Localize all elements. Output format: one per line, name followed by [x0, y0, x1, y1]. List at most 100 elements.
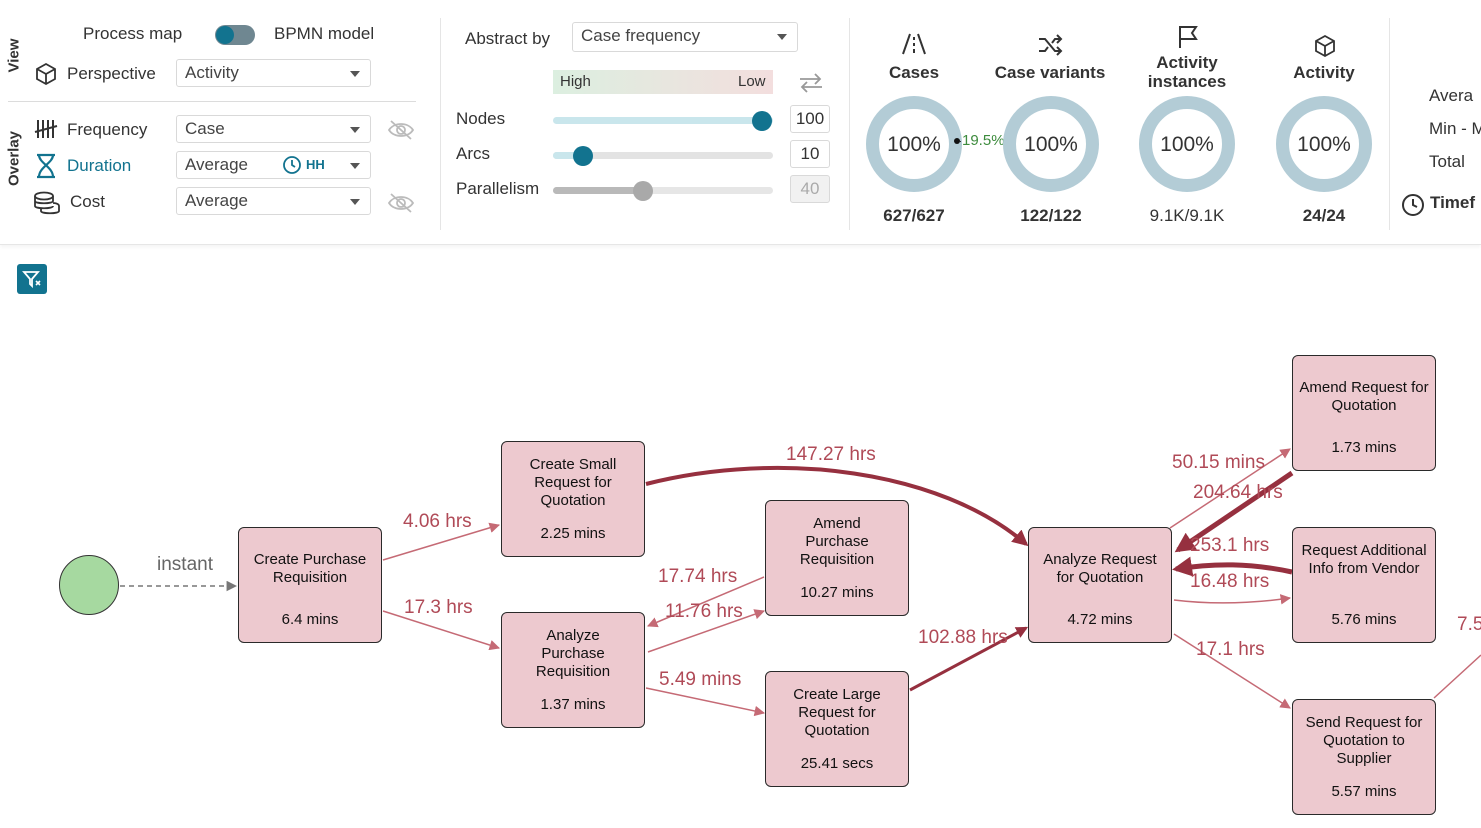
- edge-label: 5.49 mins: [659, 669, 742, 690]
- activity-node[interactable]: Create Small Request for Quotation 2.25 …: [501, 441, 645, 557]
- activity-duration: 5.57 mins: [1331, 783, 1397, 800]
- minmax-metric-label: Min - M: [1429, 119, 1481, 138]
- instances-title-line2: instances: [1147, 72, 1227, 91]
- cases-title: Cases: [888, 63, 940, 82]
- cube-icon: [36, 62, 56, 86]
- arcs-slider-track[interactable]: [553, 152, 773, 159]
- perspective-select[interactable]: Activity: [176, 59, 371, 87]
- activity-title: Activity: [1293, 63, 1355, 82]
- edge-label: instant: [157, 554, 213, 575]
- hourglass-icon: [37, 153, 55, 179]
- start-event[interactable]: [59, 555, 119, 615]
- parallelism-label: Parallelism: [456, 179, 540, 198]
- edge-e11: [1173, 594, 1292, 605]
- coins-icon: [34, 191, 60, 215]
- activity-name: Create Small Request for Quotation: [529, 456, 617, 509]
- activity-duration: 2.25 mins: [540, 525, 606, 542]
- edge-label: 147.27 hrs: [786, 444, 876, 465]
- edge-label: 50.15 mins: [1172, 452, 1265, 473]
- activity-name: Amend Purchase Requisition: [799, 515, 875, 568]
- activity-name: Amend Request for Quotation: [1299, 379, 1429, 414]
- nodes-value-input[interactable]: 100: [790, 105, 830, 133]
- cases-percent: 100%: [887, 133, 941, 156]
- frequency-select[interactable]: Case: [176, 115, 371, 143]
- activity-node[interactable]: Send Request for Quotation to Supplier 5…: [1292, 699, 1436, 815]
- parallelism-slider-fill: [553, 187, 643, 194]
- variants-title: Case variants: [994, 63, 1106, 82]
- activity-node[interactable]: Create Purchase Requisition 6.4 mins: [238, 527, 382, 643]
- edge-e5: [647, 609, 765, 653]
- activity-node[interactable]: Analyze Request for Quotation 4.72 mins: [1028, 527, 1172, 643]
- parallelism-slider-track[interactable]: [553, 187, 773, 194]
- clock-icon[interactable]: [282, 155, 302, 175]
- edge-e3: [645, 466, 1029, 547]
- high-low-gradient: [553, 70, 773, 94]
- road-icon: [902, 33, 926, 55]
- parallelism-value-input[interactable]: 40: [790, 175, 830, 203]
- abstract-by-select[interactable]: Case frequency: [572, 22, 798, 52]
- activity-value: 24/24: [1302, 206, 1346, 225]
- tally-icon: [34, 120, 58, 138]
- duration-select[interactable]: Average HH: [176, 151, 371, 179]
- edge-label: 204.64 hrs: [1193, 482, 1283, 503]
- filter-button[interactable]: [17, 264, 47, 294]
- swap-icon[interactable]: [798, 73, 824, 93]
- edge-label: 17.74 hrs: [658, 566, 738, 587]
- activity-name: Create Large Request for Quotation: [793, 686, 881, 739]
- high-label: High: [560, 73, 591, 90]
- duration-unit[interactable]: HH: [306, 157, 325, 172]
- eye-off-icon[interactable]: [387, 191, 415, 215]
- parallelism-slider-thumb[interactable]: [633, 181, 653, 201]
- activity-node[interactable]: Amend Request for Quotation 1.73 mins: [1292, 355, 1436, 471]
- arcs-slider-thumb[interactable]: [573, 146, 593, 166]
- nodes-slider-thumb[interactable]: [752, 111, 772, 131]
- activity-duration: 1.37 mins: [540, 696, 606, 713]
- edge-label: 4.06 hrs: [403, 511, 472, 532]
- edge-label: 17.3 hrs: [404, 597, 473, 618]
- low-label: Low: [738, 73, 766, 90]
- average-metric-label: Avera: [1429, 86, 1474, 105]
- arcs-value-input[interactable]: 10: [790, 140, 830, 168]
- activity-duration: 25.41 secs: [800, 755, 874, 772]
- instances-percent: 100%: [1160, 133, 1214, 156]
- edge-label: 7.5: [1457, 614, 1481, 635]
- activity-name: Send Request for Quotation to Supplier: [1305, 714, 1423, 767]
- nodes-slider-track[interactable]: [553, 117, 773, 124]
- bpmn-model-label: BPMN model: [274, 24, 375, 43]
- activity-duration: 4.72 mins: [1067, 611, 1133, 628]
- eye-off-icon[interactable]: [387, 118, 415, 142]
- activity-percent: 100%: [1297, 133, 1351, 156]
- abstract-by-value: Case frequency: [581, 26, 701, 45]
- timeframe-label: Timef: [1430, 193, 1476, 212]
- activity-duration: 1.73 mins: [1331, 439, 1397, 456]
- activity-node[interactable]: Create Large Request for Quotation 25.41…: [765, 671, 909, 787]
- edge-e10: [1172, 556, 1293, 577]
- instances-value: 9.1K/9.1K: [1149, 206, 1225, 225]
- section-divider: [849, 18, 850, 230]
- activity-duration: 5.76 mins: [1331, 611, 1397, 628]
- edge-e4: [647, 576, 765, 628]
- edge-e7: [909, 626, 1029, 692]
- instances-title-line1: Activity: [1156, 53, 1218, 72]
- frequency-select-value: Case: [185, 119, 225, 138]
- section-divider: [440, 18, 441, 230]
- activity-node[interactable]: Amend Purchase Requisition 10.27 mins: [765, 500, 909, 616]
- edge-label: 253.1 hrs: [1190, 535, 1270, 556]
- variants-ratio: 19.5%: [962, 132, 1005, 149]
- activity-duration: 6.4 mins: [281, 611, 339, 628]
- activity-node[interactable]: Request Additional Info from Vendor 5.76…: [1292, 527, 1436, 643]
- edge-e8: [1169, 448, 1291, 529]
- frequency-label: Frequency: [67, 120, 148, 139]
- activity-node[interactable]: Analyze Purchase Requisition 1.37 mins: [501, 612, 645, 728]
- edge-e1: [382, 522, 501, 561]
- edge-e13: [1433, 654, 1481, 699]
- edge-label: 102.88 hrs: [918, 627, 1008, 648]
- connector-dot: [954, 138, 960, 144]
- cases-value: 627/627: [883, 206, 945, 225]
- process-map-label: Process map: [83, 24, 183, 43]
- perspective-select-value: Activity: [185, 63, 239, 82]
- activity-name: Analyze Request for Quotation: [1043, 551, 1157, 586]
- view-mode-toggle[interactable]: [215, 25, 255, 45]
- cost-select[interactable]: Average: [176, 187, 371, 215]
